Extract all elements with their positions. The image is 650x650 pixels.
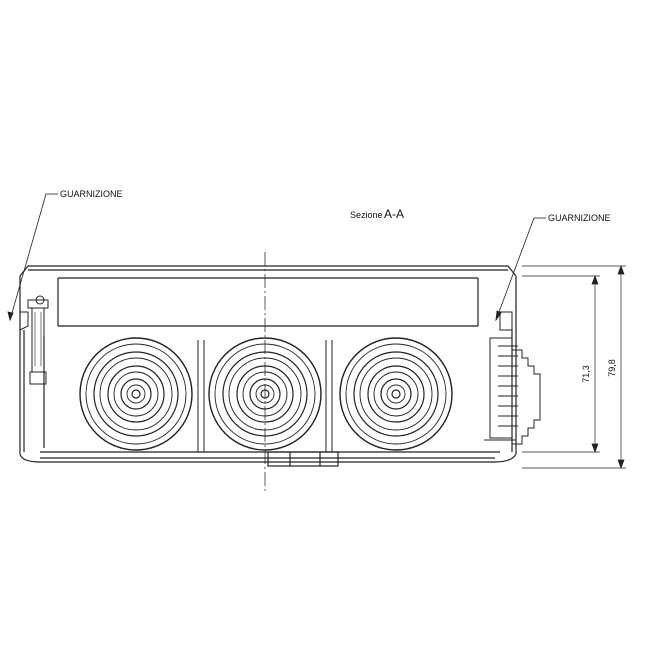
left-gasket-label: GUARNIZIONE bbox=[60, 189, 123, 199]
dimension-inner-height: 71,3 bbox=[581, 365, 591, 383]
knockout-left bbox=[79, 337, 193, 451]
left-gasket-leader bbox=[7, 193, 58, 322]
dimension-lines bbox=[522, 265, 626, 469]
dimension-total-height: 79,8 bbox=[607, 359, 617, 377]
left-gasket-detail bbox=[19, 295, 49, 385]
right-gasket-detail bbox=[484, 311, 541, 445]
right-gasket-leader bbox=[495, 217, 546, 322]
internal-partitions bbox=[197, 340, 333, 452]
right-gasket-label: GUARNIZIONE bbox=[548, 213, 611, 223]
knockout-right bbox=[339, 337, 453, 451]
section-title-prefix: Sezione bbox=[350, 210, 383, 220]
section-title-name: A-A bbox=[384, 207, 404, 221]
knockout-center bbox=[208, 337, 322, 451]
